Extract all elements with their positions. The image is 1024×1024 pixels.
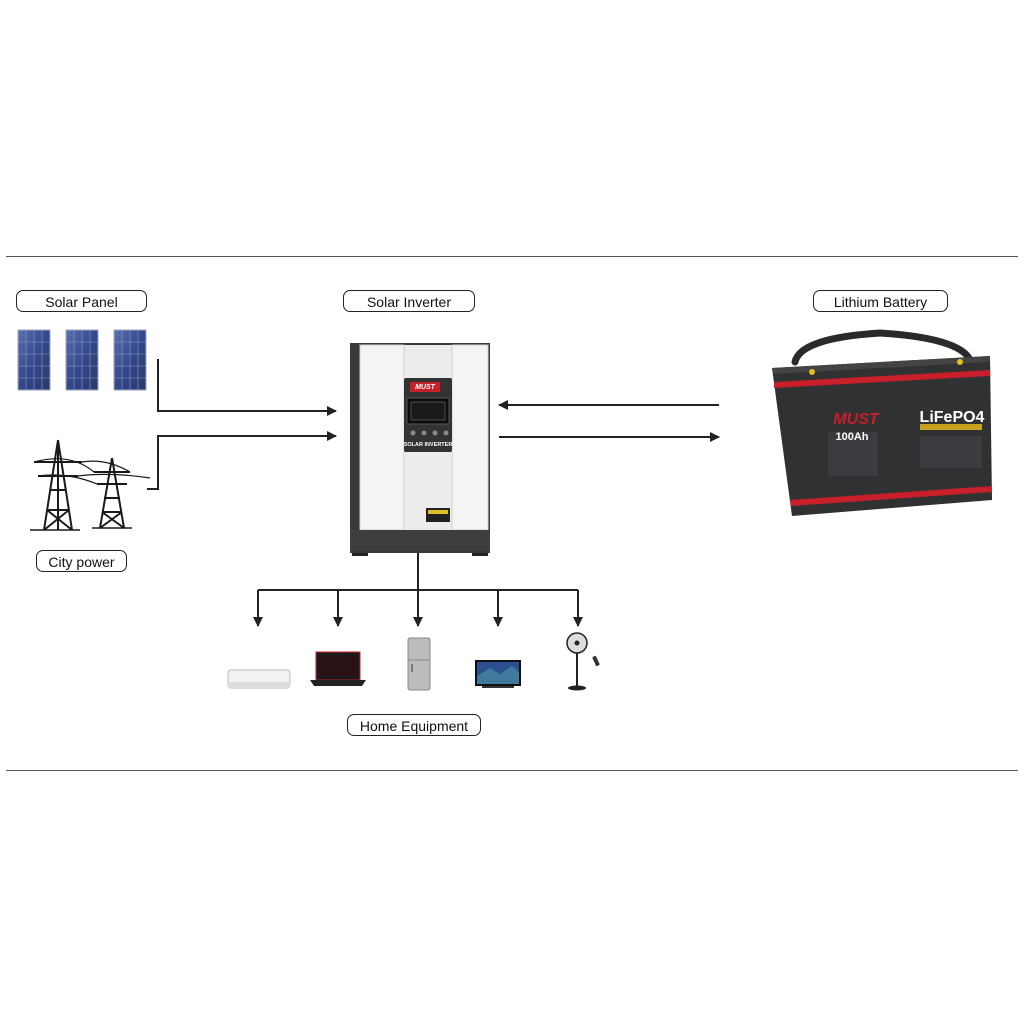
power-pylon-icon	[30, 439, 151, 531]
home-equipment-label: Home Equipment	[347, 714, 481, 736]
battery-chemistry: LiFePO4	[920, 409, 985, 426]
router-icon	[227, 669, 291, 689]
laptop-icon	[310, 651, 366, 686]
fan-icon	[566, 632, 600, 691]
top-divider	[6, 256, 1018, 257]
refrigerator-icon	[407, 637, 431, 691]
solar-inverter-label: Solar Inverter	[343, 290, 475, 312]
inverter-brand: MUST	[415, 384, 436, 391]
solar-panel-label: Solar Panel	[16, 290, 147, 312]
bottom-divider	[6, 770, 1018, 771]
grid-to-inverter-arrow	[147, 431, 337, 490]
solar-panel-icon	[17, 329, 147, 391]
battery-capacity: 100Ah	[835, 431, 868, 443]
city-power-label: City power	[36, 550, 127, 572]
battery-brand: MUST	[833, 411, 880, 428]
connection-lines	[147, 359, 720, 627]
solar-to-inverter-arrow	[157, 359, 337, 416]
television-icon	[475, 660, 521, 688]
lithium-battery-label: Lithium Battery	[813, 290, 948, 312]
lithium-battery-unit	[772, 329, 992, 516]
inverter-model-text: SOLAR INVERTER	[404, 442, 453, 448]
solar-inverter-unit	[350, 343, 490, 556]
